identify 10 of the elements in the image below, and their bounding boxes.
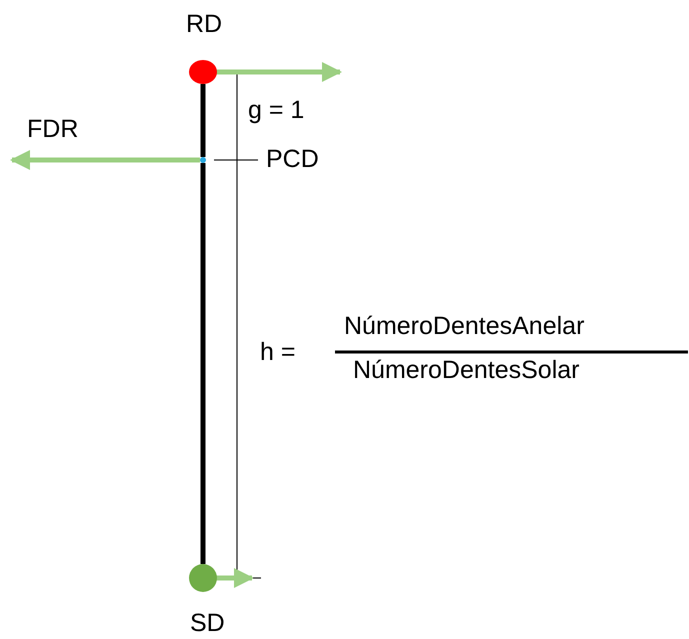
lever-bar bbox=[200, 163, 206, 564]
force-label: FDR bbox=[27, 117, 78, 142]
point-label: RD bbox=[186, 12, 222, 37]
point-label: SD bbox=[190, 611, 225, 636]
point-label: PCD bbox=[266, 147, 319, 172]
lever-bar bbox=[200, 84, 206, 157]
numerator: NúmeroDentesAnelar bbox=[344, 314, 584, 339]
formula-label: h = bbox=[260, 340, 296, 365]
denominator: NúmeroDentesSolar bbox=[353, 358, 580, 383]
dimension-label: g = 1 bbox=[248, 98, 304, 123]
